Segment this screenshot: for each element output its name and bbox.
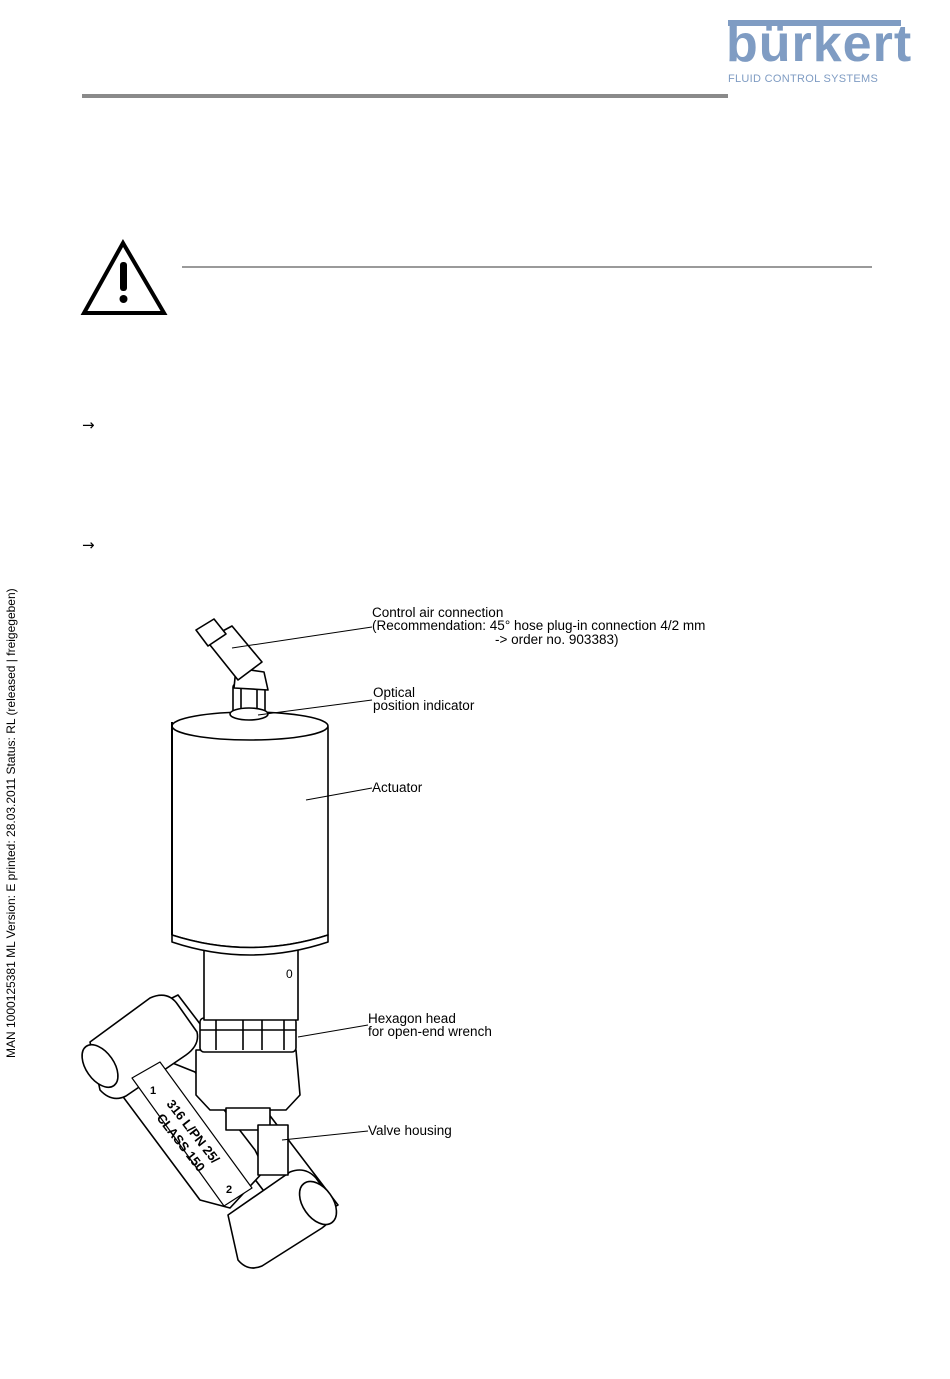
callout-control-air-recommendation: (Recommendation: 45° hose plug-in connec… [372, 618, 706, 633]
actuator-mark: 0 [286, 967, 293, 981]
control-air-fitting [195, 618, 269, 691]
brand-tagline: FLUID CONTROL SYSTEMS [728, 73, 879, 85]
actuator-stem [203, 947, 299, 1021]
callout-valve-housing: Valve housing [368, 1123, 452, 1138]
callout-optical-subtitle: position indicator [373, 698, 475, 713]
hexagon-head [199, 1017, 297, 1053]
callout-control-air-title: Control air connection [372, 605, 504, 620]
warning-triangle-icon [80, 238, 168, 315]
actuator-cylinder [171, 711, 329, 956]
valve-bonnet [195, 1049, 301, 1176]
brand-logo: bürkert [726, 15, 913, 73]
header-rule [82, 94, 728, 98]
arrow-icon: → [82, 536, 95, 554]
optical-indicator [229, 683, 269, 721]
callout-hexagon-title: Hexagon head [368, 1011, 456, 1026]
callout-leaders [231, 626, 373, 1141]
logo-bar [728, 20, 901, 26]
callout-optical-title: Optical [373, 685, 416, 700]
port-2-label: 2 [226, 1184, 232, 1196]
callout-hexagon-subtitle: for open-end wrench [368, 1024, 492, 1039]
arrow-icon: → [82, 416, 95, 434]
callout-control-air-order: -> order no. 903383) [495, 632, 619, 647]
callout-actuator: Actuator [372, 780, 423, 795]
warning-rule [182, 266, 872, 268]
port-1-label: 1 [150, 1085, 156, 1097]
